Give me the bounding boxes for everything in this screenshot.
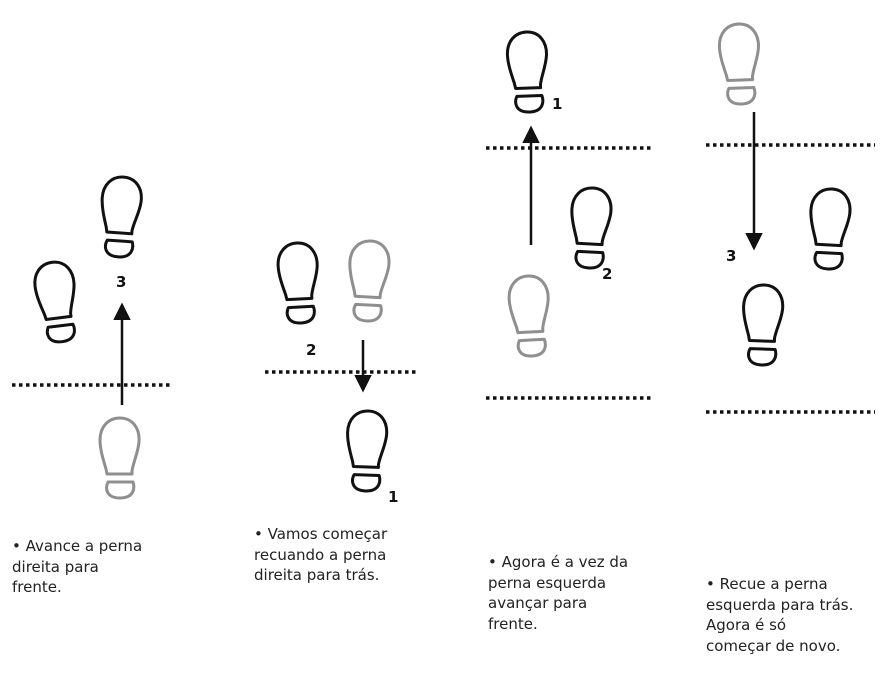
caption-line: • Agora é a vez da — [488, 553, 629, 571]
caption-line: Agora é só — [706, 616, 787, 634]
panel-4 — [706, 21, 875, 414]
footprint-icon — [96, 174, 145, 260]
panel-2 — [265, 238, 418, 494]
footprint-icon — [506, 273, 553, 359]
panel-3 — [486, 29, 652, 400]
step-number-label: 2 — [602, 265, 613, 283]
caption-line: • Vamos começar — [254, 525, 388, 543]
footprint-icon — [345, 238, 392, 324]
panel-1 — [12, 174, 172, 500]
step-caption: • Recue a perna esquerda para trás. Agor… — [706, 574, 853, 656]
footprint-icon — [505, 29, 551, 115]
step-number-label: 3 — [116, 273, 127, 291]
caption-line: recuando a perna — [254, 545, 387, 564]
footprint-icon — [30, 258, 83, 346]
footprint-icon — [717, 21, 763, 107]
caption-line: avançar para — [488, 594, 588, 612]
caption-line: frente. — [488, 614, 538, 633]
footprint-icon — [275, 240, 322, 326]
step-caption: • Avance a perna direita para frente. — [12, 536, 142, 598]
caption-line: perna esquerda — [488, 573, 607, 592]
step-number-label: 2 — [306, 341, 317, 359]
caption-line: direita para trás. — [254, 566, 380, 584]
step-number-label: 1 — [388, 488, 399, 506]
step-number-label: 1 — [552, 95, 563, 113]
footprint-icon — [806, 186, 853, 272]
caption-line: • Avance a perna — [12, 537, 143, 555]
caption-line: direita para — [12, 557, 99, 576]
step-number-label: 3 — [726, 247, 737, 265]
step-caption: • Agora é a vez da perna esquerda avança… — [488, 552, 628, 634]
footprint-icon — [567, 185, 614, 271]
footprint-icon — [740, 282, 785, 368]
caption-line: esquerda para trás. — [706, 595, 854, 614]
step-caption: • Vamos começar recuando a perna direita… — [254, 524, 387, 586]
footprint-icon — [98, 416, 141, 500]
footprint-icon — [344, 408, 389, 494]
caption-line: começar de novo. — [706, 636, 841, 655]
caption-line: • Recue a perna — [706, 575, 828, 593]
caption-line: frente. — [12, 578, 62, 596]
